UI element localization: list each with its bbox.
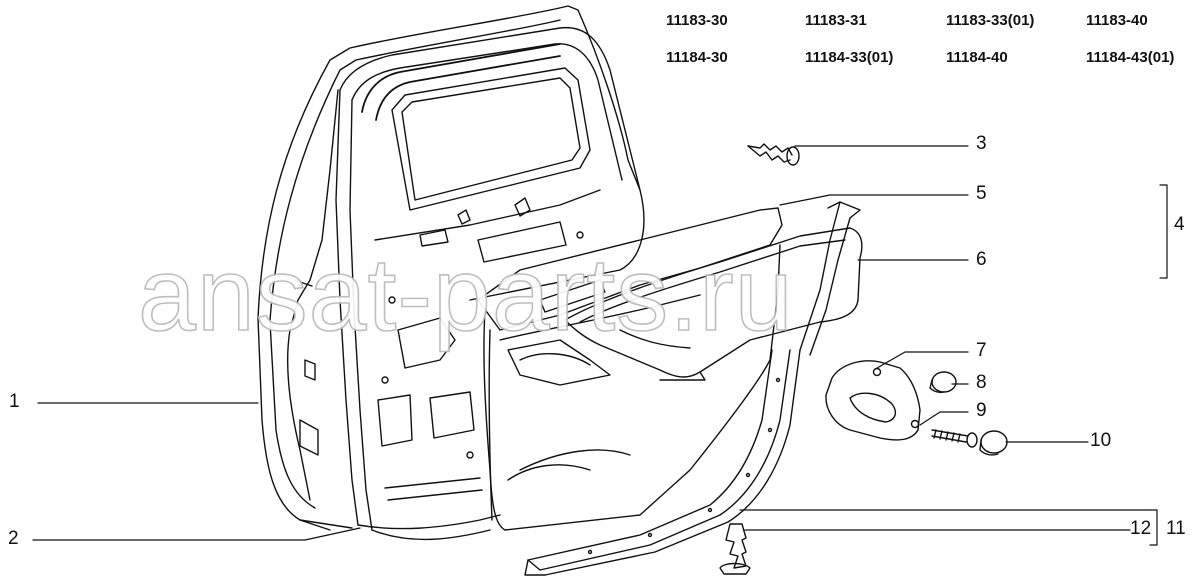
- model-code: 11184-40: [946, 49, 1008, 66]
- callout-6: 6: [976, 249, 987, 270]
- door-inner-panel: [335, 26, 645, 541]
- callout-5: 5: [976, 183, 987, 204]
- sill-seal-strip: [524, 201, 861, 576]
- watermark-text: ansat-parts.ru: [137, 236, 794, 354]
- model-code: 11184-30: [666, 49, 728, 66]
- model-code: 11183-40: [1086, 12, 1148, 29]
- plug-cap-10: [979, 430, 1008, 456]
- model-code: 11183-30: [666, 12, 728, 29]
- handle-escutcheon: [825, 360, 921, 441]
- door-trim-panel: [477, 207, 783, 531]
- callout-3: 3: [976, 133, 987, 154]
- screw-9: [931, 429, 978, 448]
- leader-lines: [32, 145, 1168, 546]
- callout-8: 8: [976, 372, 987, 393]
- door-body-shell: [257, 5, 641, 531]
- door-seal: [361, 43, 561, 121]
- callout-4: 4: [1174, 214, 1185, 235]
- callout-11: 11: [1166, 518, 1186, 539]
- model-code: 11183-31: [805, 12, 867, 29]
- callout-1: 1: [9, 391, 20, 412]
- clip-part-3: [747, 143, 800, 166]
- model-code: 11183-33(01): [946, 12, 1035, 29]
- callout-2: 2: [8, 528, 19, 549]
- plug-cap-8: [929, 371, 957, 394]
- callout-7: 7: [976, 340, 987, 361]
- callout-9: 9: [976, 400, 987, 421]
- callout-10: 10: [1090, 430, 1112, 451]
- model-code: 11184-33(01): [805, 49, 894, 66]
- model-codes-table: 11183-30 11183-31 11183-33(01) 11183-40 …: [0, 0, 1200, 80]
- model-code: 11184-43(01): [1086, 49, 1175, 66]
- push-clip-12: [719, 523, 751, 575]
- callout-12: 12: [1130, 518, 1152, 539]
- armrest-insert: [564, 227, 863, 381]
